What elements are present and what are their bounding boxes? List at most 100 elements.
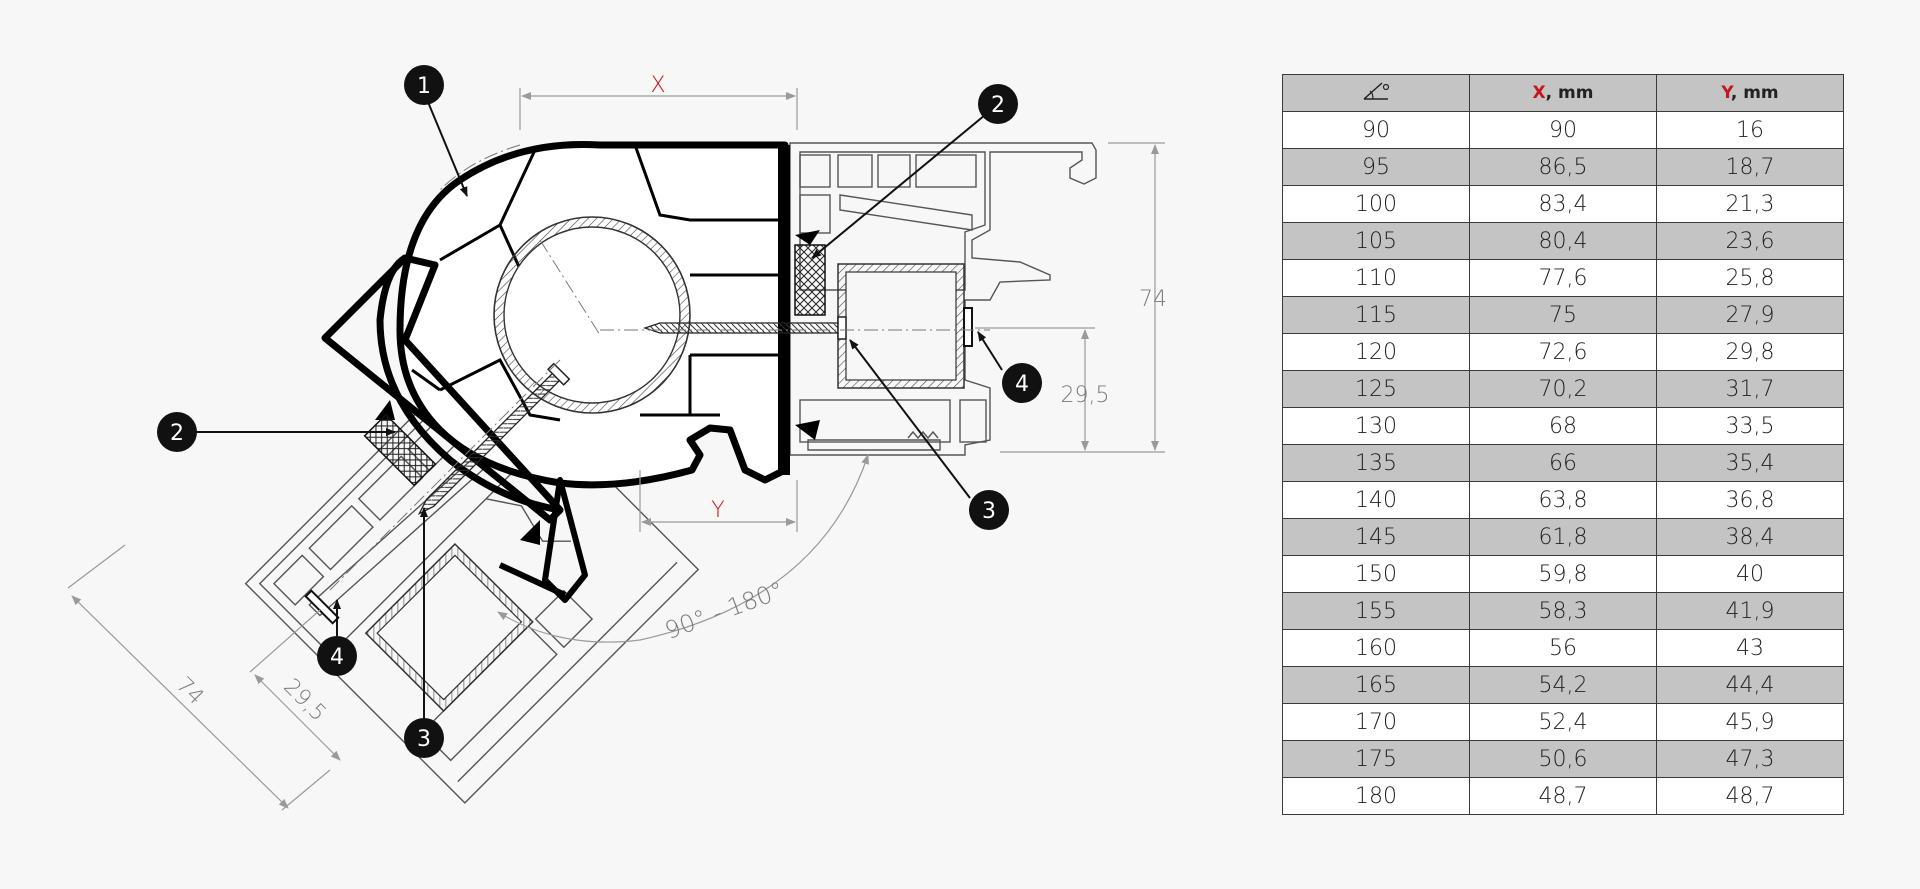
svg-text:2: 2	[170, 421, 184, 446]
table-cell-x: 68	[1469, 407, 1657, 445]
table-cell-y: 41,9	[1656, 592, 1844, 630]
table-cell-angle: 150	[1282, 555, 1470, 593]
svg-text:4: 4	[330, 645, 344, 670]
table-cell-y: 35,4	[1656, 444, 1844, 482]
table-cell-x: 59,8	[1469, 555, 1657, 593]
dim-inner-right: 29,5	[1061, 383, 1110, 408]
table-cell-y: 29,8	[1656, 333, 1844, 371]
table-cell-x: 58,3	[1469, 592, 1657, 630]
table-cell-x: 75	[1469, 296, 1657, 334]
callout-3-right: 3	[969, 490, 1009, 530]
table-cell-angle: 135	[1282, 444, 1470, 482]
table-cell-x: 61,8	[1469, 518, 1657, 556]
table-cell-x: 52,4	[1469, 703, 1657, 741]
x-column-header: X, mm	[1469, 74, 1657, 112]
table-cell-x: 83,4	[1469, 185, 1657, 223]
table-cell-y: 23,6	[1656, 222, 1844, 260]
callout-1: 1	[404, 65, 444, 105]
table-cell-angle: 160	[1282, 629, 1470, 667]
angle-icon	[1363, 81, 1390, 100]
table-cell-x: 80,4	[1469, 222, 1657, 260]
table-cell-x: 66	[1469, 444, 1657, 482]
table-cell-angle: 100	[1282, 185, 1470, 223]
table-cell-angle: 125	[1282, 370, 1470, 408]
right-steel-reinforcement	[837, 263, 965, 389]
right-screw	[642, 316, 847, 340]
dim-y-label: Y	[711, 498, 724, 523]
dimension-lines	[67, 88, 1165, 811]
callout-4-left: 4	[317, 636, 357, 676]
y-column-header: Y, mm	[1656, 74, 1844, 112]
table-cell-x: 90	[1469, 111, 1657, 149]
angle-column-header	[1282, 74, 1470, 112]
table-cell-y: 31,7	[1656, 370, 1844, 408]
callout-3-left: 3	[404, 718, 444, 758]
callout-2-right: 2	[978, 84, 1018, 124]
table-cell-y: 33,5	[1656, 407, 1844, 445]
table-cell-x: 72,6	[1469, 333, 1657, 371]
dim-angle-range: 90° - 180°	[661, 576, 787, 645]
table-cell-angle: 120	[1282, 333, 1470, 371]
table-cell-y: 36,8	[1656, 481, 1844, 519]
corner-connector	[321, 140, 820, 603]
callout-leaders	[196, 101, 1003, 720]
table-cell-y: 21,3	[1656, 185, 1844, 223]
dim-inner-left: 29,5	[278, 674, 330, 726]
svg-text:4: 4	[1015, 372, 1029, 397]
table-cell-y: 43	[1656, 629, 1844, 667]
table-cell-angle: 155	[1282, 592, 1470, 630]
right-fixing-plate	[963, 307, 973, 347]
callout-2-left: 2	[157, 412, 197, 452]
left-fixing-plate	[304, 589, 340, 625]
table-cell-angle: 180	[1282, 777, 1470, 815]
callout-4-right: 4	[1002, 363, 1042, 403]
right-sealing-tape	[794, 244, 826, 316]
left-screw	[417, 362, 571, 515]
table-cell-y: 18,7	[1656, 148, 1844, 186]
table-cell-angle: 95	[1282, 148, 1470, 186]
center-lines	[329, 144, 990, 591]
table-cell-y: 16	[1656, 111, 1844, 149]
left-sealing-tape	[363, 413, 437, 487]
table-cell-x: 77,6	[1469, 259, 1657, 297]
table-cell-angle: 170	[1282, 703, 1470, 741]
table-cell-x: 63,8	[1469, 481, 1657, 519]
table-header-row: X, mm Y, mm	[1282, 74, 1844, 112]
table-cell-y: 40	[1656, 555, 1844, 593]
table-cell-y: 44,4	[1656, 666, 1844, 704]
dim-height-right: 74	[1139, 287, 1167, 312]
table-cell-x: 56	[1469, 629, 1657, 667]
table-cell-angle: 110	[1282, 259, 1470, 297]
dim-x-label: X	[650, 73, 665, 98]
table-cell-x: 50,6	[1469, 740, 1657, 778]
table-cell-y: 45,9	[1656, 703, 1844, 741]
table-cell-angle: 145	[1282, 518, 1470, 556]
table-cell-x: 54,2	[1469, 666, 1657, 704]
svg-text:1: 1	[417, 74, 431, 99]
dim-height-left: 74	[171, 673, 208, 710]
table-cell-angle: 130	[1282, 407, 1470, 445]
table-cell-angle: 105	[1282, 222, 1470, 260]
svg-text:2: 2	[991, 93, 1005, 118]
svg-text:3: 3	[417, 727, 431, 752]
table-cell-y: 27,9	[1656, 296, 1844, 334]
table-cell-x: 70,2	[1469, 370, 1657, 408]
table-cell-y: 47,3	[1656, 740, 1844, 778]
